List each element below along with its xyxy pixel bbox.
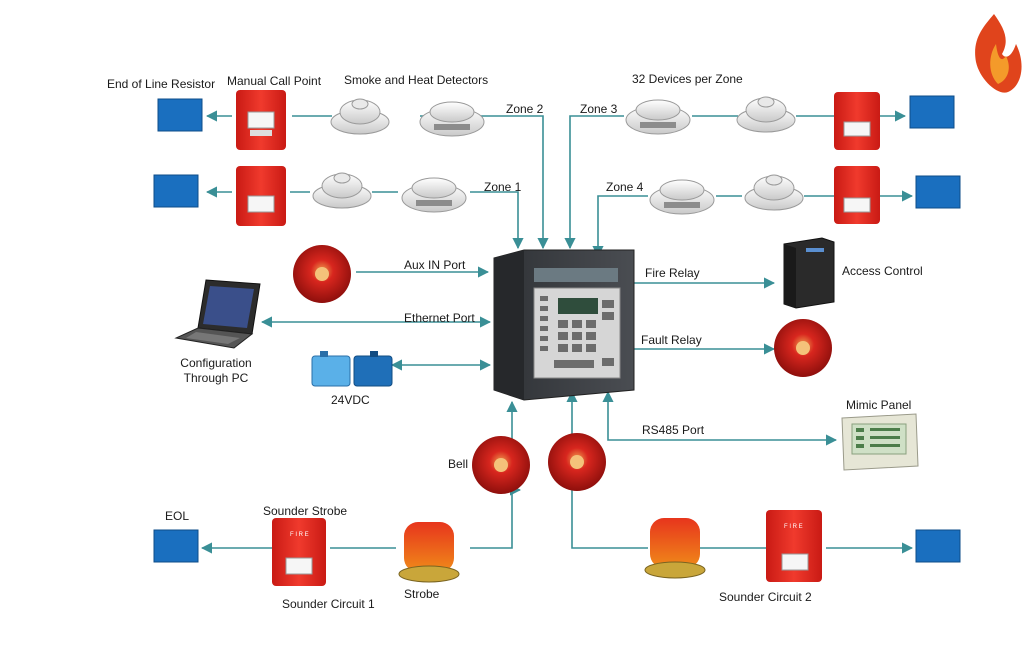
label-end-of-line-resistor: End of Line Resistor <box>107 77 216 91</box>
smoke-detector-icon <box>401 177 467 213</box>
label-fault-relay: Fault Relay <box>641 333 702 347</box>
alarm-bell-icon <box>548 433 606 491</box>
fire-alarm-control-panel-icon <box>493 249 635 401</box>
label-configuration: Configuration <box>180 356 252 370</box>
line-zone-3 <box>564 115 624 250</box>
end-of-line-box-icon <box>153 529 199 563</box>
line-sounder-circuit-1 <box>470 484 522 549</box>
end-of-line-box-icon <box>909 95 955 129</box>
label-aux-in-port: Aux IN Port <box>404 258 466 272</box>
label-sounder-circuit-2: Sounder Circuit 2 <box>719 590 812 604</box>
alarm-bell-icon <box>774 319 832 377</box>
svg-text:F I R E: F I R E <box>290 532 309 538</box>
end-of-line-box-icon <box>915 529 961 563</box>
end-of-line-box-icon <box>153 174 199 208</box>
end-of-line-box-icon <box>915 175 961 209</box>
label-zone-1: Zone 1 <box>484 180 522 194</box>
manual-call-point-icon <box>834 92 880 150</box>
laptop-icon <box>174 279 261 349</box>
smoke-detector-icon <box>312 172 372 209</box>
alarm-bell-icon <box>472 436 530 494</box>
smoke-detector-icon <box>736 96 796 133</box>
label-devices-per-zone: 32 Devices per Zone <box>632 72 743 86</box>
sounder-strobe-icon: F I R E <box>272 518 326 586</box>
label-bell: Bell <box>448 457 469 471</box>
label-24vdc: 24VDC <box>331 393 370 407</box>
smoke-detector-icon <box>330 98 390 135</box>
label-sounder-circuit-1: Sounder Circuit 1 <box>282 597 375 611</box>
beacon-strobe-icon <box>398 522 460 583</box>
line-zone-2 <box>486 115 549 250</box>
manual-call-point-icon <box>236 166 286 226</box>
sounder-strobe-icon: F I R E <box>766 510 822 582</box>
alarm-bell-icon <box>293 245 351 303</box>
label-zone-2: Zone 2 <box>506 102 544 116</box>
label-access-control: Access Control <box>842 264 923 278</box>
label-eol: EOL <box>165 509 190 523</box>
mimic-panel-icon <box>841 413 919 471</box>
label-mimic-panel: Mimic Panel <box>846 398 912 412</box>
label-rs485-port: RS485 Port <box>642 423 705 437</box>
end-of-line-box-icon <box>157 98 203 132</box>
label-strobe: Strobe <box>404 587 440 601</box>
smoke-detector-icon <box>744 174 804 211</box>
line-rs485 <box>602 390 838 446</box>
label-sounder-strobe: Sounder Strobe <box>263 504 348 518</box>
label-manual-call-point: Manual Call Point <box>227 74 322 88</box>
label-fire-relay: Fire Relay <box>645 266 700 280</box>
line-zone-4 <box>592 195 648 258</box>
beacon-strobe-icon <box>644 518 706 579</box>
smoke-detector-icon <box>419 101 485 137</box>
access-control-icon <box>783 237 835 309</box>
label-zone-4: Zone 4 <box>606 180 644 194</box>
svg-text:F I R E: F I R E <box>784 524 803 530</box>
label-zone-3: Zone 3 <box>580 102 618 116</box>
flame-logo-icon <box>975 14 1022 93</box>
smoke-detector-icon <box>625 99 691 135</box>
line-zone-1 <box>470 191 524 250</box>
manual-call-point-icon <box>834 166 880 224</box>
manual-call-point-icon <box>236 90 286 150</box>
eol-boxes <box>153 95 961 563</box>
label-through-pc: Through PC <box>183 371 249 385</box>
label-smoke-heat-detectors: Smoke and Heat Detectors <box>344 73 489 87</box>
smoke-detector-icon <box>649 179 715 215</box>
battery-icon <box>311 351 393 387</box>
label-ethernet-port: Ethernet Port <box>404 311 475 325</box>
